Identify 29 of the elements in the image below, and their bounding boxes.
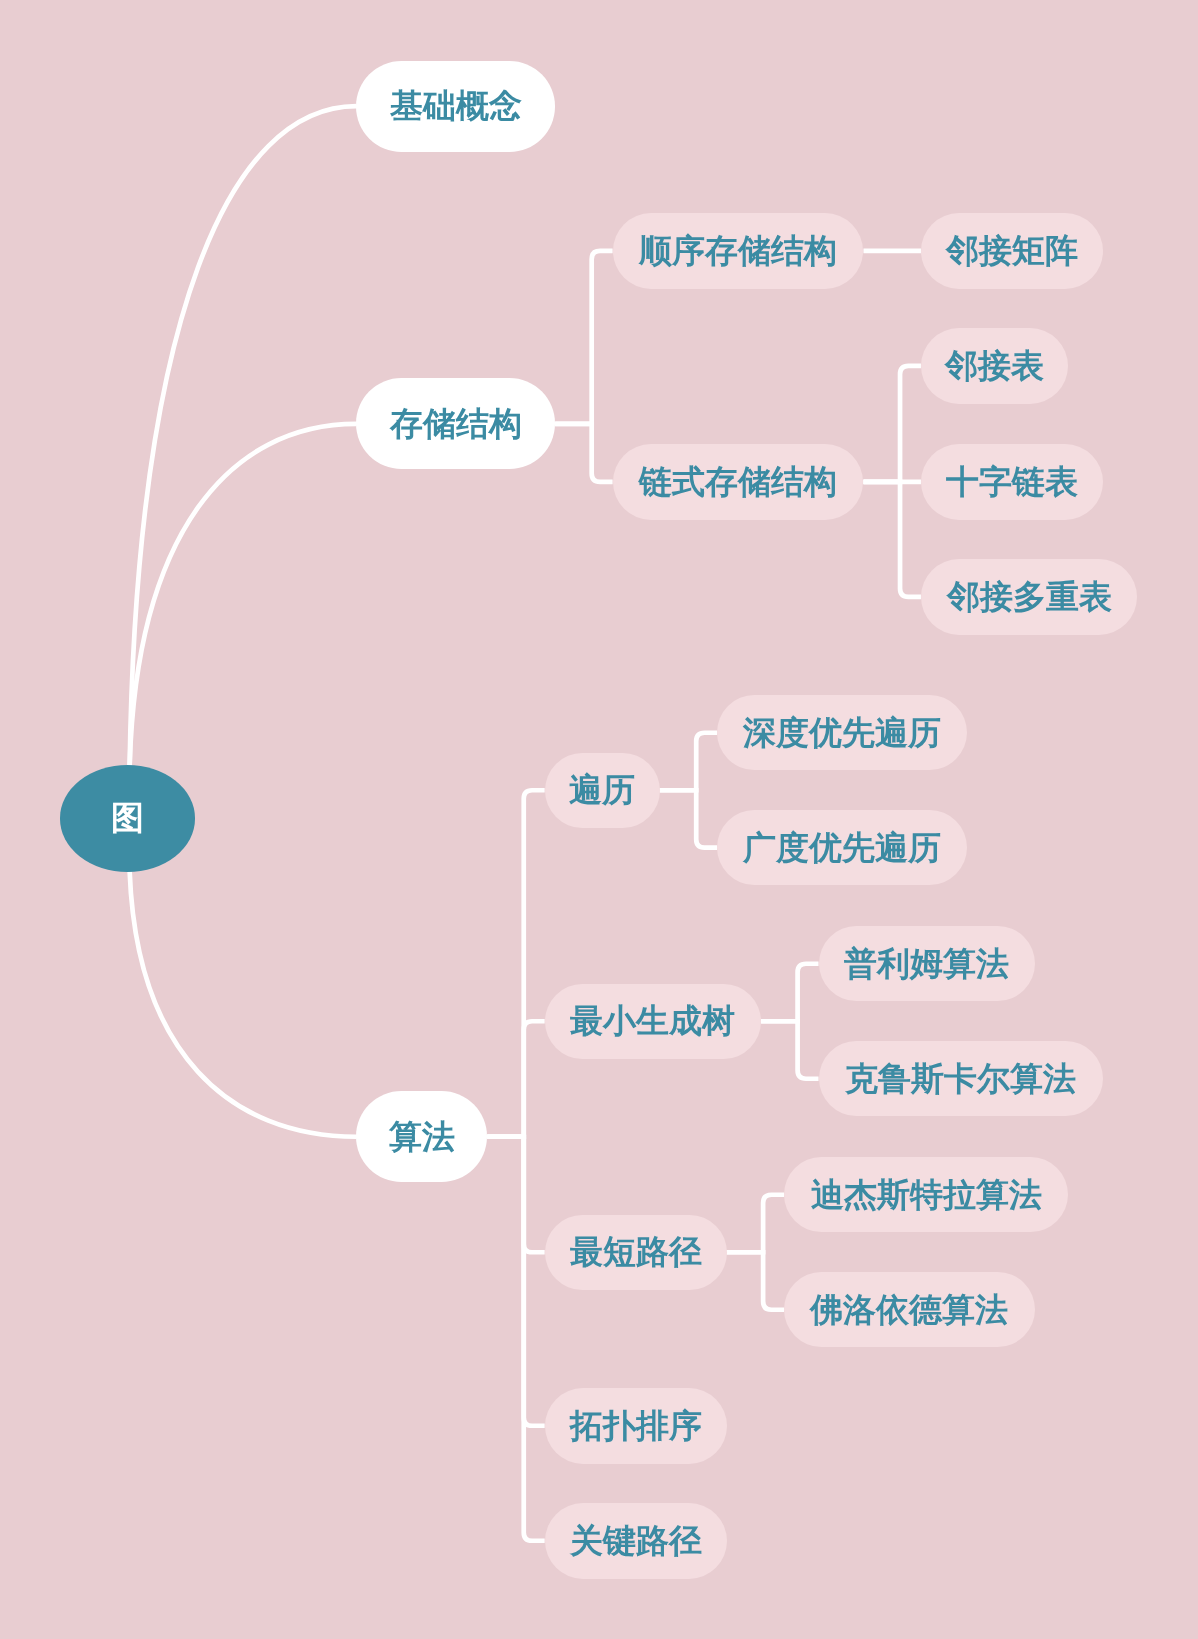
- topic-pill: 基础概念: [356, 60, 556, 152]
- connector-line: [863, 479, 921, 600]
- subtopic-pill: 最短路径: [544, 1214, 727, 1290]
- subtopic-pill: 链式存储结构: [612, 444, 864, 520]
- central-topic: 图: [59, 765, 196, 872]
- subtopic-pill: 迪杰斯特拉算法: [784, 1157, 1069, 1233]
- subtopic-pill: 顺序存储结构: [612, 213, 864, 289]
- subtopic-pill: 广度优先遍历: [717, 810, 967, 886]
- topic-pill: 算法: [356, 1091, 488, 1183]
- subtopic-pill: 克鲁斯卡尔算法: [818, 1041, 1103, 1117]
- connector-line: [726, 1249, 784, 1313]
- connector-line: [863, 248, 921, 254]
- subtopic-pill: 拓扑排序: [544, 1388, 727, 1464]
- subtopic-pill: 十字链表: [920, 444, 1103, 520]
- topic-pill: 存储结构: [356, 378, 556, 470]
- subtopic-pill: 邻接矩阵: [920, 213, 1103, 289]
- subtopic-pill: 关键路径: [544, 1503, 727, 1579]
- subtopic-pill: 遍历: [544, 752, 660, 828]
- subtopic-pill: 邻接多重表: [920, 559, 1138, 635]
- subtopic-pill: 深度优先遍历: [717, 695, 967, 771]
- connector-line: [761, 1018, 819, 1082]
- subtopic-pill: 普利姆算法: [818, 926, 1035, 1002]
- connector-line: [127, 421, 357, 766]
- subtopic-pill: 佛洛依德算法: [784, 1272, 1035, 1348]
- subtopic-pill: 邻接表: [920, 328, 1069, 404]
- connector-line: [127, 871, 357, 1140]
- connector-line: [555, 421, 613, 485]
- connector-line: [659, 787, 718, 851]
- subtopic-pill: 最小生成树: [544, 983, 761, 1059]
